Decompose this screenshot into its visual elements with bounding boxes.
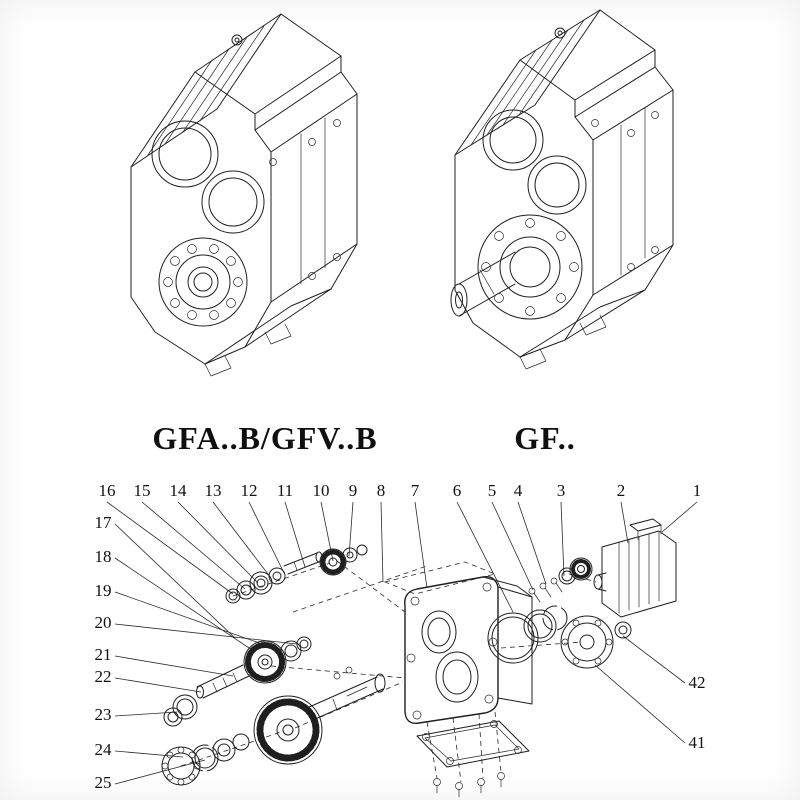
callout-12: 12 [241,481,258,500]
motor [593,518,677,618]
leader-lines [106,501,698,785]
callout-7: 7 [411,481,420,500]
input-shaft-parts [225,544,368,604]
callout-1: 1 [693,481,702,500]
seal-and-cover-parts [487,557,632,669]
callout-2: 2 [617,481,626,500]
input-shaft [283,551,323,575]
motor-pinion-gear [569,557,593,581]
callout-22: 22 [95,667,112,686]
gear-housing [404,576,533,724]
callout-10: 10 [313,481,330,500]
callout-15: 15 [134,481,151,500]
intermediate-pinion-shaft [196,664,250,699]
flange-bolts [433,772,505,798]
output-gear [253,695,323,765]
callout-6: 6 [453,481,462,500]
callout-16: 16 [99,481,116,500]
snap-ring [191,744,219,772]
callout-41: 41 [689,733,706,752]
callout-17: 17 [95,513,113,532]
callout-4: 4 [514,481,523,500]
callout-18: 18 [95,547,112,566]
input-bearing [249,571,273,595]
callout-23: 23 [95,705,112,724]
output-shaft [306,673,386,721]
input-pinion-gear [319,548,347,576]
callout-11: 11 [277,481,293,500]
callout-20: 20 [95,613,112,632]
motor-terminal-box [629,518,662,532]
callout-21: 21 [95,645,112,664]
intermediate-gear [243,640,287,684]
callout-numbers-top: 16 15 14 13 12 11 10 9 8 7 6 5 4 3 2 1 [99,481,702,500]
callout-9: 9 [349,481,358,500]
callout-3: 3 [557,481,566,500]
callout-numbers-right: 42 41 [689,673,706,752]
callout-24: 24 [95,740,113,759]
callout-numbers-left: 17 18 19 20 21 22 23 24 25 [95,513,113,792]
end-cover [560,615,614,669]
intermediate-gear-parts [163,636,312,727]
output-shaft-parts [161,666,386,786]
model-caption-gfab: GFA..B/GFV..B [152,420,378,456]
callout-14: 14 [170,481,188,500]
motor-shaft [593,572,607,592]
mounting-flange [416,720,530,798]
callout-13: 13 [205,481,222,500]
callout-8: 8 [377,481,386,500]
callout-25: 25 [95,773,112,792]
model-caption-gf: GF.. [514,420,576,456]
callout-19: 19 [95,581,112,600]
gearbox-drawing-gfab [130,13,358,377]
gearbox-drawing-gf [450,9,674,370]
exploded-parts-diagram: 16 15 14 13 12 11 10 9 8 7 6 5 4 3 2 1 1… [95,481,706,798]
callout-5: 5 [488,481,497,500]
callout-42: 42 [689,673,706,692]
cover-bolts [528,577,563,603]
